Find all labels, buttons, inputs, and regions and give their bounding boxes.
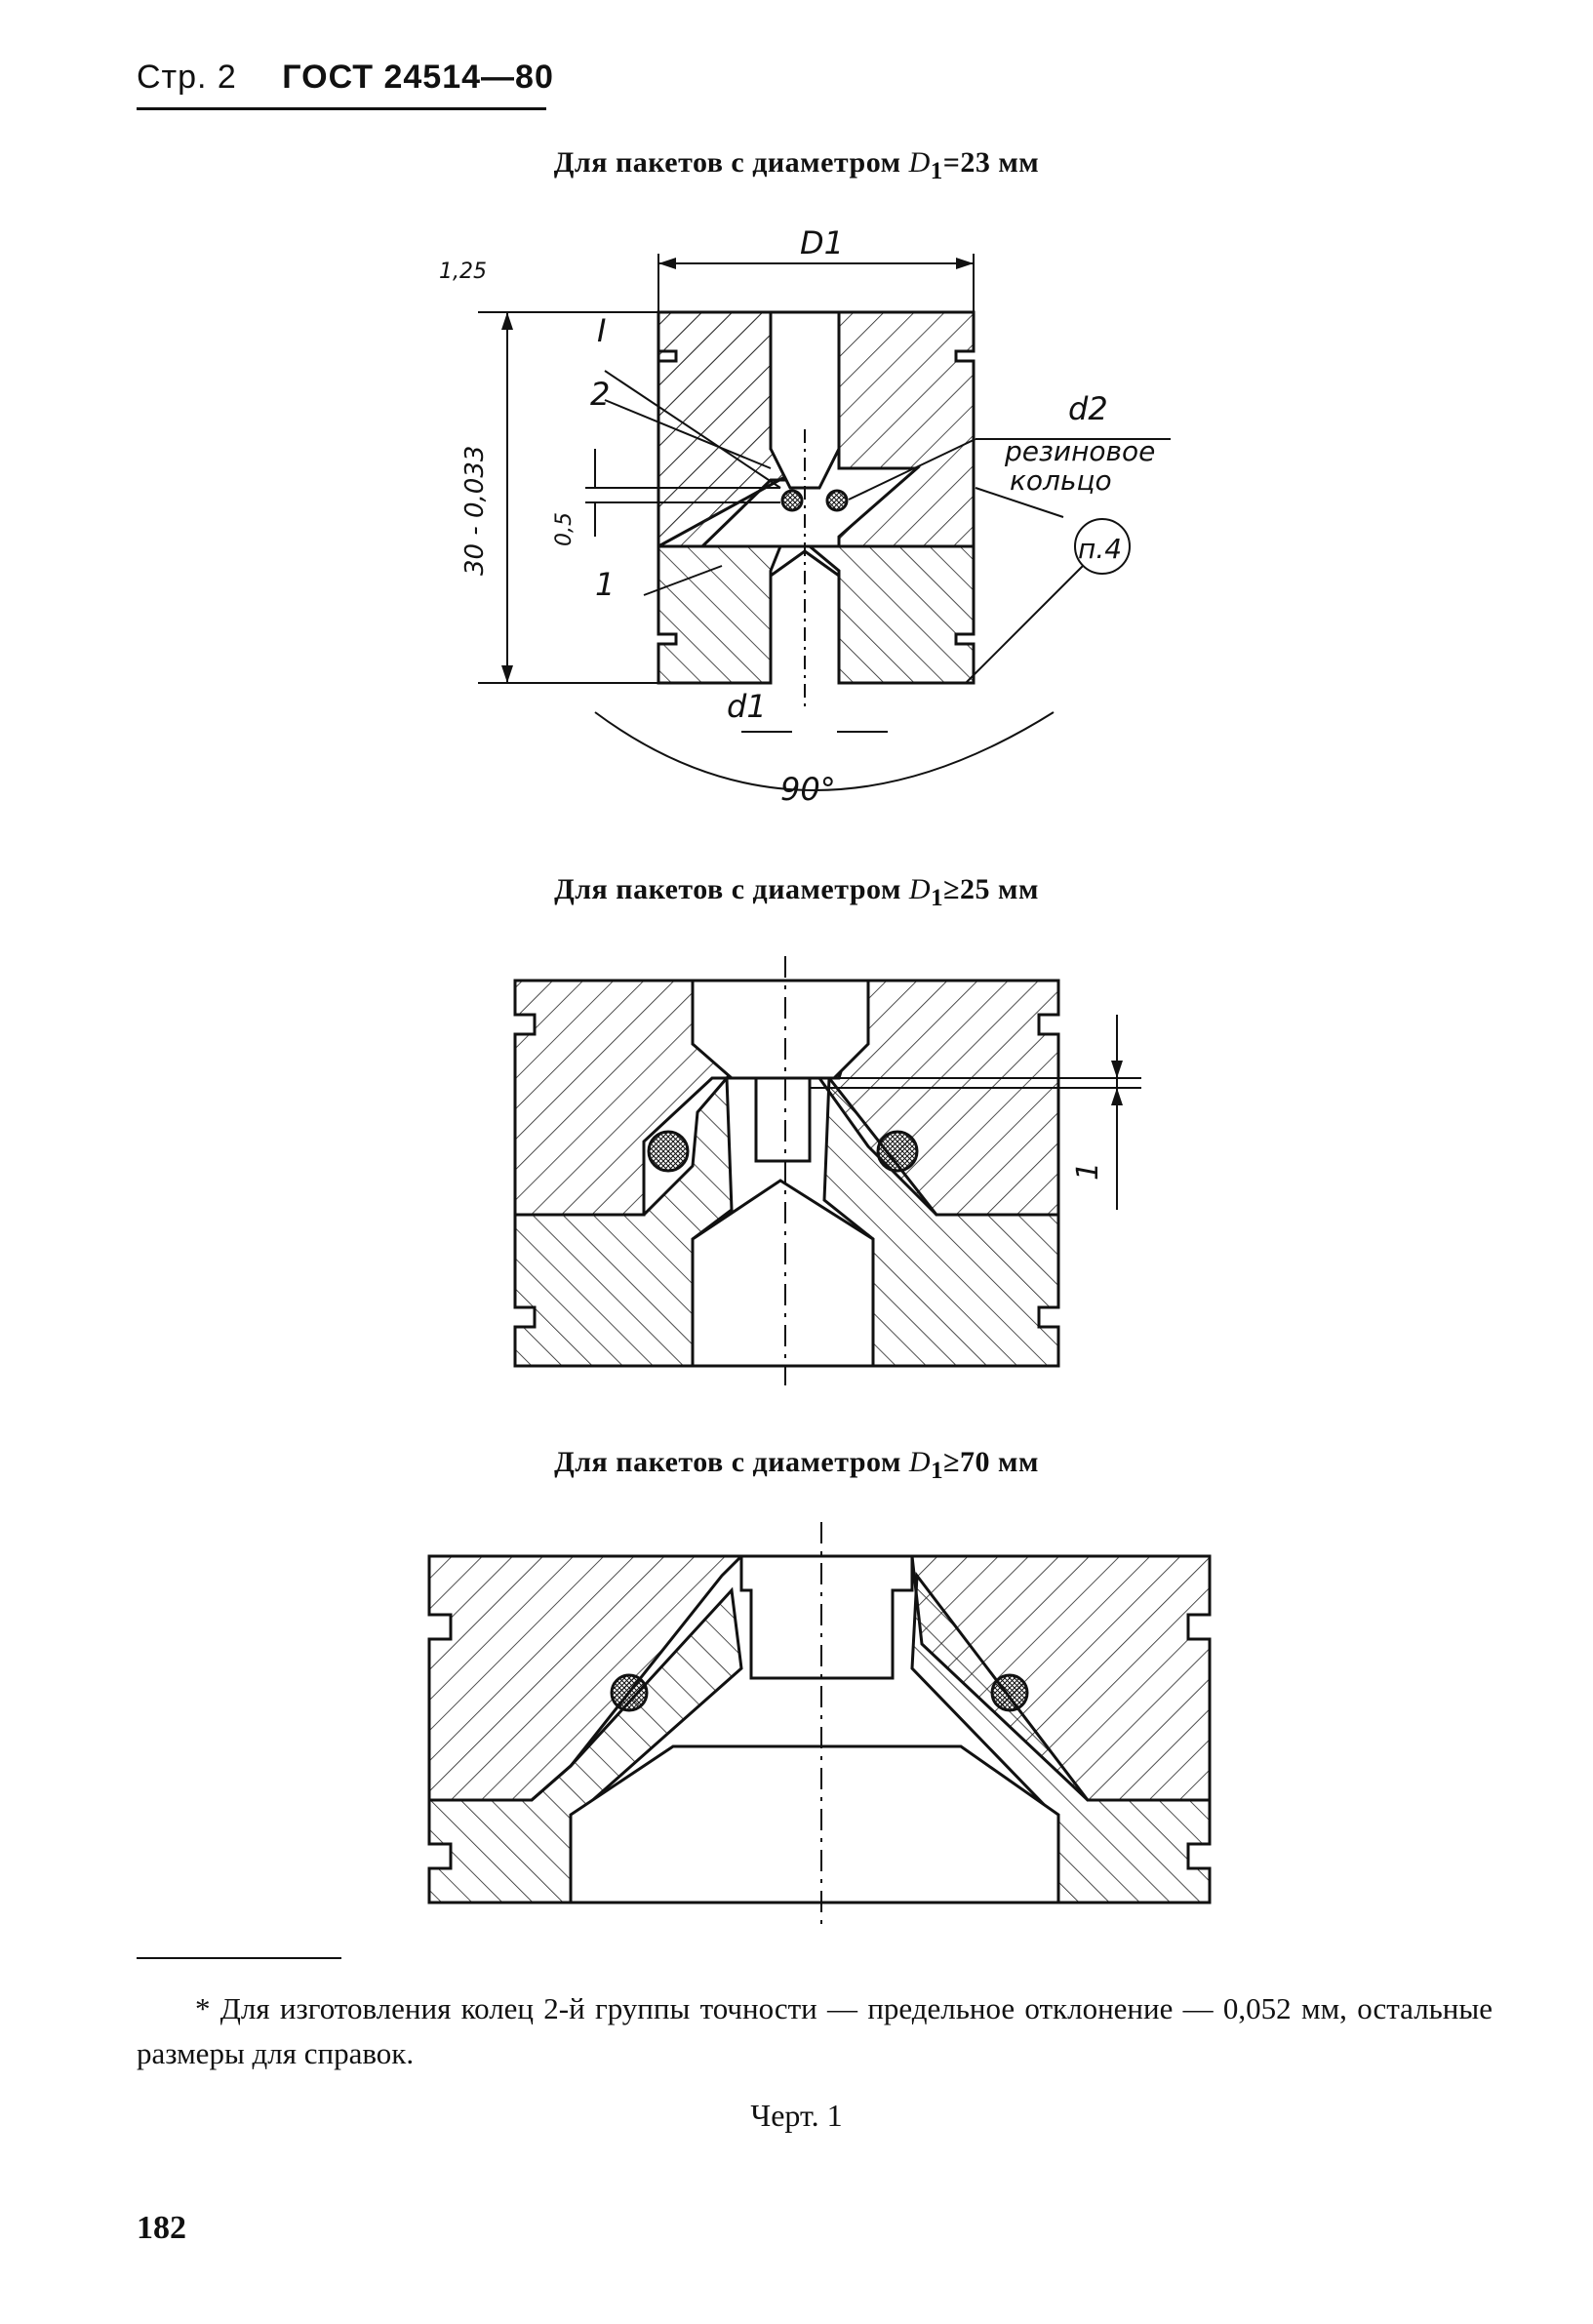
svg-text:D1: D1 [800, 224, 844, 261]
svg-text:0,5: 0,5 [552, 512, 577, 546]
figure-1-labels: D1 1,25 30 - 0,033 0,5 d1 d2 резиновое к… [439, 224, 1155, 808]
svg-text:d1: d1 [727, 688, 767, 725]
svg-text:резиновое: резиновое [1004, 435, 1155, 467]
header-rule [137, 107, 546, 110]
footnote: * Для изготовления колец 2-й группы точн… [137, 1991, 1493, 2070]
svg-text:1: 1 [595, 566, 615, 603]
figure-3-caption: Для пакетов с диаметром D1≥70 мм [554, 1446, 1039, 1484]
figure-label: Черт. 1 [750, 2098, 843, 2133]
figure-2-caption: Для пакетов с диаметром D1≥25 мм [554, 873, 1039, 911]
figure-1-caption: Для пакетов с диаметром D1=23 мм [553, 146, 1040, 184]
figure-1-drawing: D1 1,25 30 - 0,033 0,5 d1 d2 резиновое к… [0, 224, 1593, 829]
svg-text:I: I [597, 312, 606, 349]
svg-text:30 - 0,033: 30 - 0,033 [460, 446, 490, 576]
svg-text:2: 2 [590, 376, 610, 413]
svg-text:1,25: 1,25 [439, 260, 487, 284]
page-label: Стр. 2 [137, 59, 237, 96]
svg-text:п.4: п.4 [1078, 533, 1122, 565]
figure-2-drawing: 1 [0, 956, 1593, 1385]
standard-number: ГОСТ 24514—80 [282, 59, 554, 96]
running-header: Стр. 2 ГОСТ 24514—80 [137, 59, 554, 97]
svg-text:d2: d2 [1068, 390, 1108, 427]
figure-3-drawing [0, 1522, 1593, 1932]
part-lower [657, 544, 976, 685]
footnote-rule [137, 1957, 341, 1959]
svg-text:90°: 90° [780, 771, 836, 808]
figure-2-dim-label: 1 [1071, 1162, 1105, 1181]
page-number: 182 [137, 2210, 186, 2246]
svg-text:кольцо: кольцо [1010, 464, 1112, 497]
